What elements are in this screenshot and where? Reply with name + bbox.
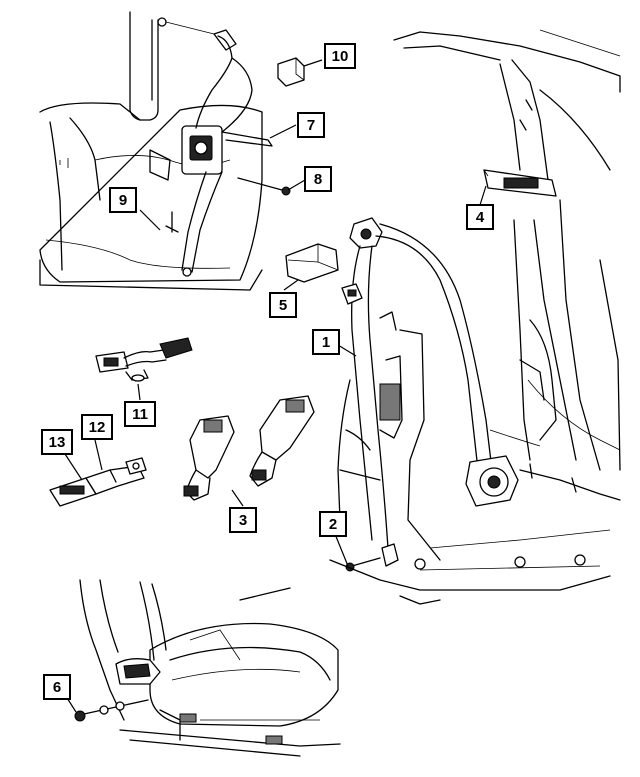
callout-5: 5 [269, 292, 297, 318]
callout-6: 6 [43, 674, 71, 700]
upper-pillar-assembly [393, 29, 621, 197]
callout-2: 2 [319, 511, 347, 537]
callout-11: 11 [124, 401, 156, 427]
callout-1: 1 [312, 329, 340, 355]
callout-7: 7 [297, 112, 325, 138]
callout-4: 4 [466, 204, 494, 230]
svg-text:6: 6 [53, 679, 61, 696]
svg-text:5: 5 [279, 297, 287, 314]
part-5-cover [285, 243, 339, 283]
svg-text:9: 9 [119, 192, 127, 209]
callout-10: 10 [324, 43, 356, 69]
part-3-buckle-pair [183, 395, 315, 501]
part-11-buckle [95, 337, 193, 382]
callout-13: 13 [41, 429, 73, 455]
svg-text:10: 10 [332, 48, 349, 65]
svg-text:11: 11 [132, 406, 148, 423]
leader-lines [61, 59, 487, 713]
svg-text:3: 3 [239, 512, 247, 529]
svg-text:7: 7 [307, 117, 315, 134]
svg-text:4: 4 [476, 209, 485, 226]
svg-text:8: 8 [314, 171, 322, 188]
front-seat-assembly [74, 579, 341, 757]
svg-text:2: 2 [329, 516, 337, 533]
callout-12: 12 [81, 414, 113, 440]
callout-3: 3 [229, 507, 257, 533]
svg-text:13: 13 [49, 434, 66, 451]
rear-seatback-assembly [39, 11, 305, 291]
part-12-13-strap [49, 457, 147, 507]
callout-9: 9 [109, 187, 137, 213]
svg-text:1: 1 [322, 334, 330, 351]
svg-text:12: 12 [89, 419, 106, 436]
front-belt-assembly [329, 199, 621, 605]
callout-8: 8 [304, 166, 332, 192]
